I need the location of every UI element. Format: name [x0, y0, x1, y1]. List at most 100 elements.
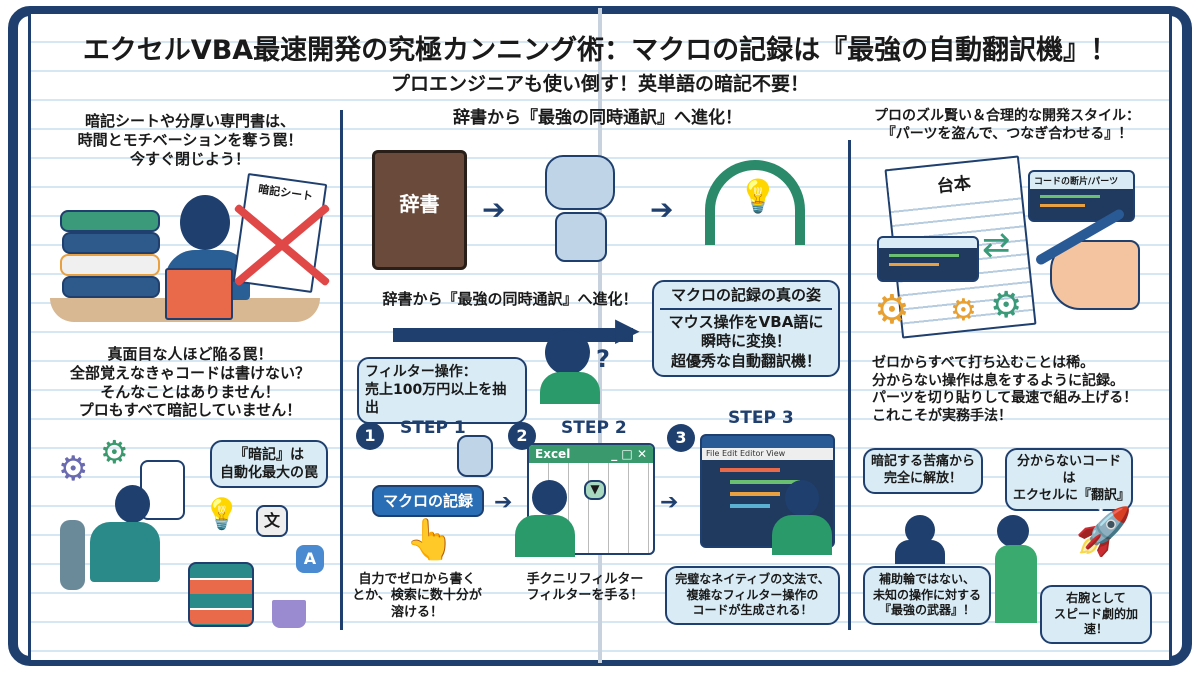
step1-caption: 自力でゼロから書く とか、検索に数十分が 溶ける！	[352, 572, 482, 621]
column-divider	[848, 140, 851, 630]
code-line	[730, 504, 770, 508]
text-line: プロのズル賢い＆合理的な開発スタイル：	[874, 108, 1140, 124]
text-line: 暗記シートや分厚い専門書は、	[84, 112, 295, 130]
step-label-1: STEP 1	[400, 418, 466, 438]
book-icon	[60, 254, 160, 276]
writing-hand-icon	[1050, 240, 1140, 310]
step2-caption: 手クニリフィルター フィルターを手る！	[510, 572, 660, 605]
text-line: マウス操作をVBA語に	[668, 312, 824, 331]
menu-item[interactable]: File	[706, 449, 720, 458]
headset-icon	[705, 160, 805, 245]
code-snippet-window	[877, 236, 979, 282]
step3-caption-bubble: 完璧なネイティブの文法で、 複雑なフィルター操作の コードが生成される！	[665, 566, 840, 625]
red-x-icon	[222, 195, 342, 295]
text-line: 右腕として	[1066, 591, 1126, 605]
text-line: 分からないコードは	[1016, 454, 1121, 486]
translate-bubble: 分からないコードは エクセルに『翻訳』	[1005, 448, 1133, 511]
filter-operation-bubble: フィルター操作： 売上100万円以上を抽出	[357, 357, 527, 424]
excel-title: Excel	[535, 447, 571, 461]
plant-pot-icon	[272, 600, 306, 628]
speed-bubble: 右腕として スピード劇的加速！	[1040, 585, 1152, 644]
person-body	[772, 515, 832, 555]
worker-head	[115, 485, 150, 523]
column-divider	[340, 110, 343, 630]
text-line: 全部覚えなきゃコードは書けない？	[69, 363, 310, 382]
arrow-right-icon: ▶	[615, 310, 640, 348]
gear-icon: ⚙	[990, 285, 1023, 326]
text-line: とか、検索に数十分が	[352, 588, 482, 604]
translate-icon: 文	[256, 505, 288, 537]
text-line: 手クニリフィルター	[526, 572, 644, 587]
gear-icon: ⚙	[100, 433, 129, 471]
left-intro: 暗記シートや分厚い専門書は、 時間とモチベーションを奪う罠！ 今すぐ閉じよう！	[45, 112, 335, 168]
editor-title-bar	[702, 436, 833, 448]
script-label: 台本	[887, 163, 1021, 203]
code-line	[730, 492, 780, 496]
text-line: プロもすべて暗記していません！	[78, 401, 302, 420]
red-book-icon	[165, 268, 233, 320]
step-number-3: 3	[667, 424, 695, 452]
text-line: これこそが実務手法！	[872, 407, 1012, 424]
text-line: 今すぐ閉じよう！	[129, 149, 250, 168]
text-line: そんなことはありません！	[100, 382, 280, 401]
pointing-hand-icon: 👆	[405, 517, 455, 563]
snippet-title-bar	[879, 238, 977, 248]
text-line: エクセルに『翻訳』	[1013, 487, 1131, 503]
robot-icon	[545, 155, 615, 210]
text-line: 『暗記』は	[234, 447, 304, 463]
macro-truth-bubble: マクロの記録の真の姿 マウス操作をVBA語に 瞬時に変換！ 超優秀な自動翻訳機！	[652, 280, 840, 377]
lightbulb-icon: 💡	[203, 497, 241, 532]
gear-icon: ⚙	[950, 293, 977, 328]
text-line: 完璧なネイティブの文法で、	[675, 572, 830, 586]
code-line	[1040, 204, 1085, 207]
chair	[60, 520, 85, 590]
book-icon	[62, 276, 160, 298]
text-line: 完全に解放！	[883, 470, 962, 486]
code-line	[889, 263, 939, 266]
confused-person-head	[545, 330, 590, 375]
menu-item[interactable]: View	[766, 449, 786, 458]
text-line: 分からない操作は息をするように記録。	[872, 372, 1124, 389]
code-line	[1040, 195, 1100, 198]
step-label-3: STEP 3	[728, 408, 794, 428]
book-icon	[62, 232, 160, 254]
menu-item[interactable]: Edit	[721, 449, 738, 458]
text-line: 『パーツを盗んで、つなぎ合わせる』！	[881, 125, 1133, 142]
text-line: コードが生成される！	[692, 603, 813, 618]
step-number-1: 1	[356, 422, 384, 450]
person-head	[785, 480, 819, 516]
right-heading: プロのズル賢い＆合理的な開発スタイル： 『パーツを盗んで、つなぎ合わせる』！	[852, 108, 1162, 143]
text-line: 未知の操作に対する	[872, 587, 981, 602]
text-line: 時間とモチベーションを奪う罠！	[77, 130, 303, 149]
rocket-icon: 🚀	[1075, 504, 1133, 558]
text-line: ゼロからすべて打ち込むことは稀。	[872, 355, 1095, 371]
text-line: 『最強の武器』！	[878, 603, 975, 618]
text-line: 自力でゼロから書く	[358, 572, 476, 587]
question-mark-icon: ?	[596, 345, 610, 373]
page-title: エクセルVBA最速開発の究極カンニング術：マクロの記録は『最強の自動翻訳機』！	[82, 35, 1118, 66]
person-head	[532, 480, 567, 515]
menu-item[interactable]: Editor	[739, 449, 764, 458]
text-line: スピード劇的加速！	[1053, 606, 1138, 637]
code-line	[720, 468, 780, 472]
dictionary-book-icon: 辞書	[372, 150, 467, 270]
text-line: 売上100万円以上を抽出	[365, 382, 507, 417]
man-body	[995, 545, 1037, 623]
book-icon	[60, 210, 160, 232]
translate-icon: A	[296, 545, 324, 573]
text-line: 補助輪ではない、	[878, 572, 975, 586]
text-line: 瞬時に変換！	[700, 332, 791, 350]
text-line: 複雑なフィルター操作の	[686, 587, 819, 602]
memorization-trap-bubble: 『暗記』は 自動化最大の罠	[210, 440, 328, 489]
text-line: 超優秀な自動翻訳機！	[670, 351, 821, 370]
confused-person-body	[540, 372, 600, 404]
arrow-right-icon: ➔	[660, 490, 679, 515]
book-stack-icon	[188, 562, 254, 627]
code-parts-label: コードの断片/パーツ	[1030, 172, 1133, 189]
record-macro-button[interactable]: マクロの記録	[372, 485, 484, 517]
excel-title-bar: Excel _ □ ✕	[529, 445, 653, 463]
filter-icon[interactable]: ▼	[584, 480, 606, 500]
gear-icon: ⚙	[874, 287, 910, 333]
window-controls: _ □ ✕	[611, 447, 647, 461]
text-line: パーツを切り貼りして最速で組み上げる！	[872, 390, 1138, 406]
